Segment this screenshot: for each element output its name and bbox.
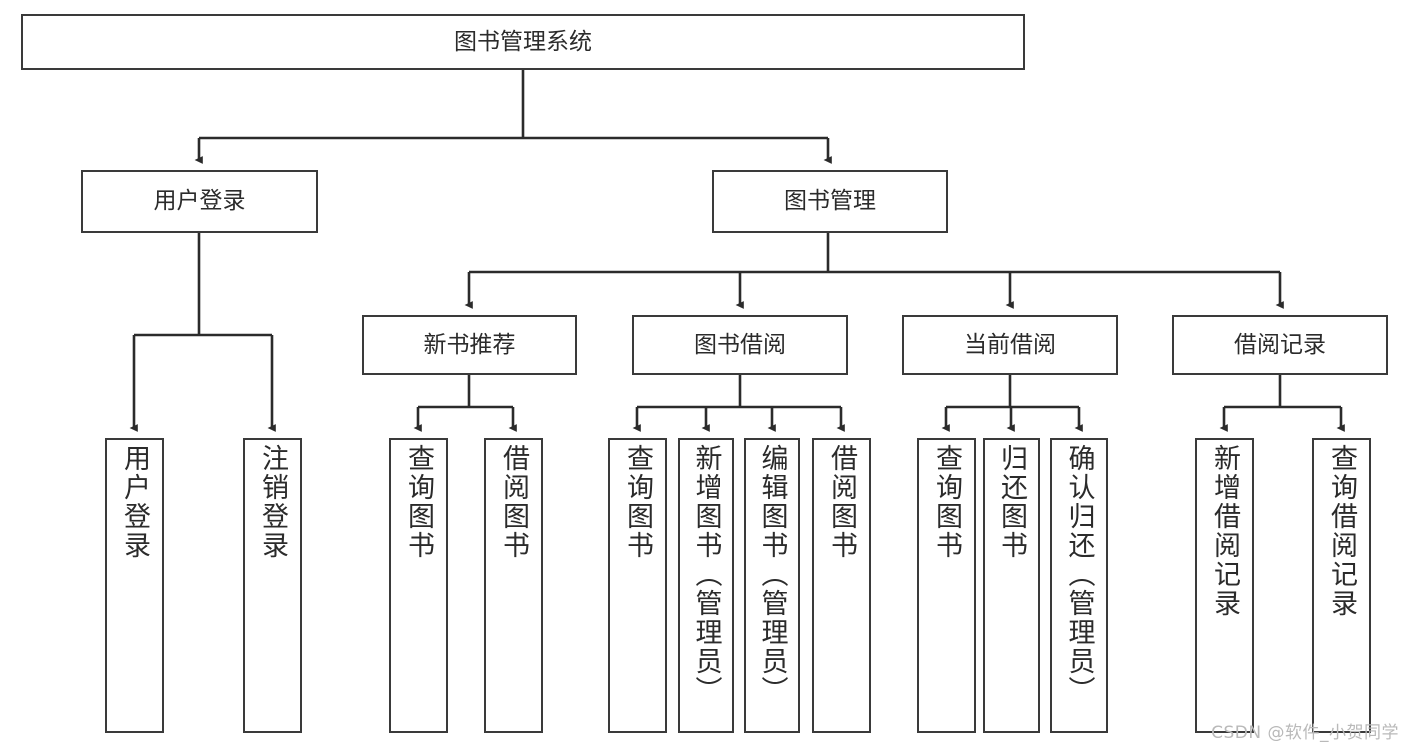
- node-root-book-management-system[interactable]: 图书管理系统: [21, 14, 1025, 70]
- leaf-book-borrow-1[interactable]: 查询图书: [608, 438, 667, 733]
- node-label: 查询借阅记录: [1326, 444, 1357, 618]
- leaf-user-login-1[interactable]: 用户登录: [105, 438, 164, 733]
- leaf-book-borrow-3[interactable]: 编辑图书（管理员）: [744, 438, 800, 733]
- node-label: 借阅图书: [826, 444, 857, 560]
- node-label: 用户登录: [119, 444, 150, 560]
- node-user-login[interactable]: 用户登录: [81, 170, 318, 233]
- node-label: 当前借阅: [964, 331, 1056, 358]
- node-label: 图书借阅: [694, 331, 786, 358]
- node-label: 新增图书（管理员）: [690, 444, 722, 705]
- node-book-management[interactable]: 图书管理: [712, 170, 948, 233]
- node-label: 图书管理系统: [454, 28, 592, 55]
- node-label: 借阅记录: [1234, 331, 1326, 358]
- node-label: 借阅图书: [498, 444, 529, 560]
- node-label: 新增借阅记录: [1209, 444, 1240, 618]
- leaf-current-borrow-1[interactable]: 查询图书: [917, 438, 976, 733]
- watermark-csdn: CSDN @软件_小贺同学: [1211, 723, 1399, 743]
- node-new-book-recommend[interactable]: 新书推荐: [362, 315, 577, 375]
- node-label: 图书管理: [784, 188, 876, 215]
- leaf-user-login-2[interactable]: 注销登录: [243, 438, 302, 733]
- leaf-borrow-record-1[interactable]: 新增借阅记录: [1195, 438, 1254, 733]
- leaf-new-book-recommend-2[interactable]: 借阅图书: [484, 438, 543, 733]
- node-label: 查询图书: [931, 444, 962, 560]
- leaf-current-borrow-3[interactable]: 确认归还（管理员）: [1050, 438, 1108, 733]
- node-label: 查询图书: [622, 444, 653, 560]
- leaf-book-borrow-2[interactable]: 新增图书（管理员）: [678, 438, 734, 733]
- leaf-borrow-record-2[interactable]: 查询借阅记录: [1312, 438, 1371, 733]
- node-label: 注销登录: [257, 444, 288, 560]
- node-current-borrow[interactable]: 当前借阅: [902, 315, 1118, 375]
- leaf-new-book-recommend-1[interactable]: 查询图书: [389, 438, 448, 733]
- node-label: 归还图书: [996, 444, 1027, 560]
- node-label: 用户登录: [153, 188, 246, 215]
- leaf-book-borrow-4[interactable]: 借阅图书: [812, 438, 871, 733]
- node-borrow-record[interactable]: 借阅记录: [1172, 315, 1388, 375]
- leaf-current-borrow-2[interactable]: 归还图书: [983, 438, 1040, 733]
- node-label: 确认归还（管理员）: [1063, 444, 1095, 705]
- node-book-borrow[interactable]: 图书借阅: [632, 315, 848, 375]
- node-label: 编辑图书（管理员）: [756, 444, 788, 705]
- node-label: 查询图书: [403, 444, 434, 560]
- node-label: 新书推荐: [423, 331, 516, 358]
